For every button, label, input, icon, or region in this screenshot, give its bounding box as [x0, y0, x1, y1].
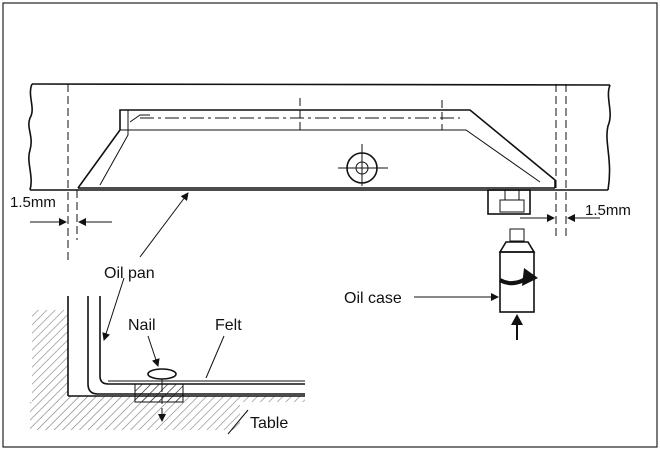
table-label: Table [250, 415, 288, 432]
oil-pan-side [77, 98, 556, 189]
oil-case-label: Oil case [344, 290, 402, 307]
section-detail [30, 296, 305, 430]
table-leader: Table [227, 409, 288, 435]
drain-bolt [487, 189, 531, 215]
dimension-label-left: 1.5mm [10, 194, 56, 211]
felt-label: Felt [215, 317, 242, 334]
screw-circle [338, 144, 388, 186]
oil-pan-label: Oil pan [104, 265, 155, 282]
oil-pan-section-leader [102, 277, 125, 341]
dimension-right: 1.5mm [520, 202, 631, 222]
felt-leader: Felt [205, 317, 242, 379]
nail-leader: Nail [128, 317, 160, 367]
oil-pan-leader: Oil pan [104, 192, 189, 282]
dimension-label-right: 1.5mm [585, 202, 631, 219]
dimension-left: 1.5mm [10, 194, 112, 226]
machine-bed [28, 83, 611, 191]
oil-case: Oil case [344, 228, 538, 340]
nail-label: Nail [128, 317, 156, 334]
